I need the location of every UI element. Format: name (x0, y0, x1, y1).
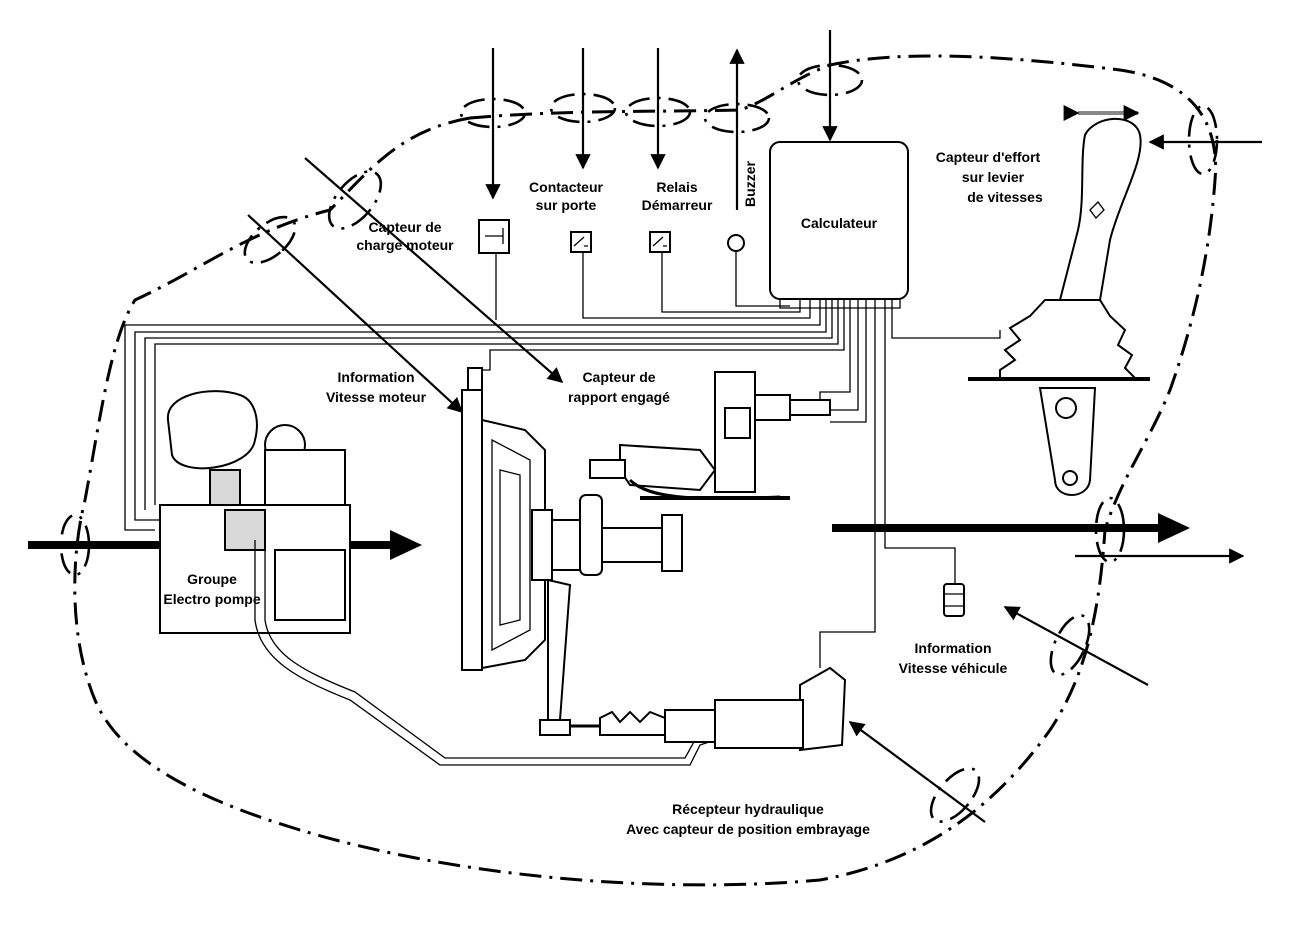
diagonal-signal-arrows (247, 157, 1149, 823)
label-vitesse-moteur-1: Information (338, 369, 415, 385)
label-vitesse-moteur-2: Vitesse moteur (326, 389, 427, 405)
label-rapport-engage-2: rapport engagé (568, 389, 670, 405)
wiring-harness (124, 251, 1001, 668)
diagram-labels: Capteur de charge moteur Contacteur sur … (163, 149, 1043, 837)
vehicle-speed-sensor (943, 583, 965, 617)
label-capteur-charge-moteur-1: Capteur de (368, 219, 441, 235)
label-vitesse-vehicule-1: Information (915, 640, 992, 656)
label-capteur-charge-moteur-2: charge moteur (356, 237, 454, 253)
gearbox-selector (589, 371, 831, 500)
label-recepteur-2: Avec capteur de position embrayage (626, 821, 870, 837)
label-rapport-engage-1: Capteur de (582, 369, 655, 385)
label-calculateur: Calculateur (801, 215, 878, 231)
label-buzzer: Buzzer (742, 161, 758, 207)
top-signal-arrows (485, 30, 1262, 210)
recepteur-hydraulique (539, 666, 847, 752)
label-relais-2: Démarreur (642, 197, 713, 213)
label-contacteur-1: Contacteur (529, 179, 603, 195)
groupe-electro-pompe (159, 390, 731, 766)
top-row-components (478, 219, 745, 254)
system-boundary (73, 54, 1218, 887)
label-capteur-effort-3: de vitesses (967, 189, 1043, 205)
label-relais-1: Relais (656, 179, 697, 195)
label-contacteur-2: sur porte (536, 197, 597, 213)
clutch-assembly (461, 367, 683, 724)
gear-lever (968, 105, 1150, 496)
calculateur-ecu (769, 141, 909, 309)
label-capteur-effort-2: sur levier (962, 169, 1025, 185)
label-vitesse-vehicule-2: Vitesse véhicule (899, 660, 1008, 676)
label-groupe-pompe-1: Groupe (187, 571, 237, 587)
label-groupe-pompe-2: Electro pompe (163, 591, 260, 607)
label-recepteur-1: Récepteur hydraulique (672, 801, 824, 817)
label-capteur-effort-1: Capteur d'effort (936, 149, 1041, 165)
